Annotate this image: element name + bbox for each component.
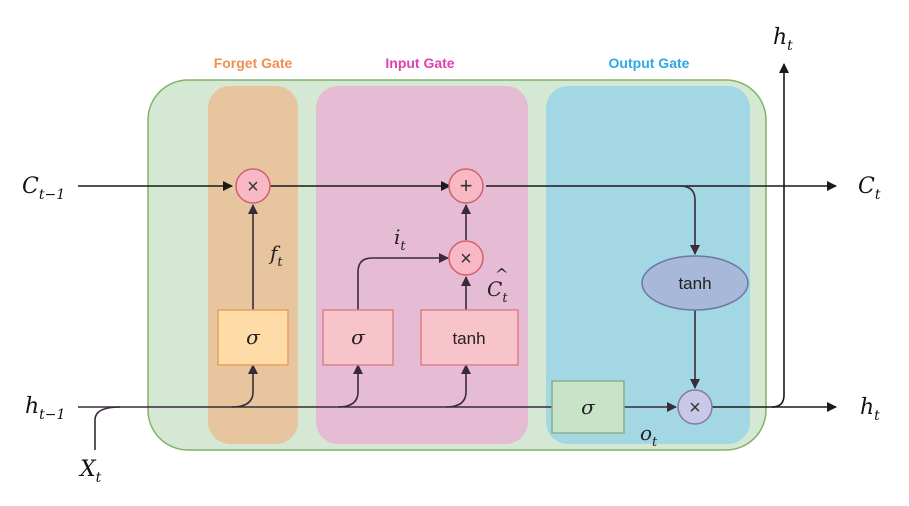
output-sigma-label: σ [581, 395, 596, 419]
branch-to-input-tanh [445, 364, 471, 408]
branch-to-forget-sigma [231, 364, 258, 408]
output-gate-title: Output Gate [609, 55, 690, 71]
output-multiply-node: × [677, 389, 713, 425]
c-hat-label: Ct [487, 277, 508, 306]
forget-gate-title: Forget Gate [214, 55, 293, 71]
output-tanh-label: tanh [678, 274, 711, 293]
h-t-right-label: ht [860, 395, 880, 424]
input-multiply-node: × [448, 240, 484, 276]
forget-multiply-symbol: × [247, 176, 259, 198]
c-prev-label: Ct−1 [22, 174, 65, 203]
input-gate-title: Input Gate [385, 55, 454, 71]
c-t-label: Ct [858, 174, 881, 203]
output-tanh-ellipse: tanh [641, 255, 749, 311]
output-gate-band [546, 86, 750, 444]
input-sigma-box: σ [322, 309, 394, 366]
forget-sigma-box: σ [217, 309, 289, 366]
c-hat-hat: ^ [495, 265, 508, 284]
output-multiply-symbol: × [689, 397, 701, 419]
input-add-symbol: + [460, 173, 473, 198]
input-sigma-to-mult-line [357, 253, 449, 310]
h-prev-label: ht−1 [25, 394, 65, 423]
input-add-node: + [448, 168, 484, 204]
forget-sigma-label: σ [246, 325, 261, 349]
h-t-top-label: ht [773, 25, 793, 54]
branch-to-input-sigma [337, 364, 363, 408]
i-t-label: it [394, 225, 406, 254]
x-input-line [94, 406, 121, 450]
input-sigma-label: σ [351, 325, 366, 349]
output-sigma-box: σ [551, 380, 625, 434]
cell-to-tanh-line [679, 185, 700, 255]
hidden-up-line [771, 63, 789, 408]
input-tanh-box: tanh [420, 309, 519, 366]
x-t-label: Xt [78, 457, 102, 486]
input-multiply-symbol: × [460, 248, 472, 270]
input-tanh-label: tanh [452, 329, 485, 348]
forget-multiply-node: × [235, 168, 271, 204]
o-t-label: ot [640, 421, 658, 450]
